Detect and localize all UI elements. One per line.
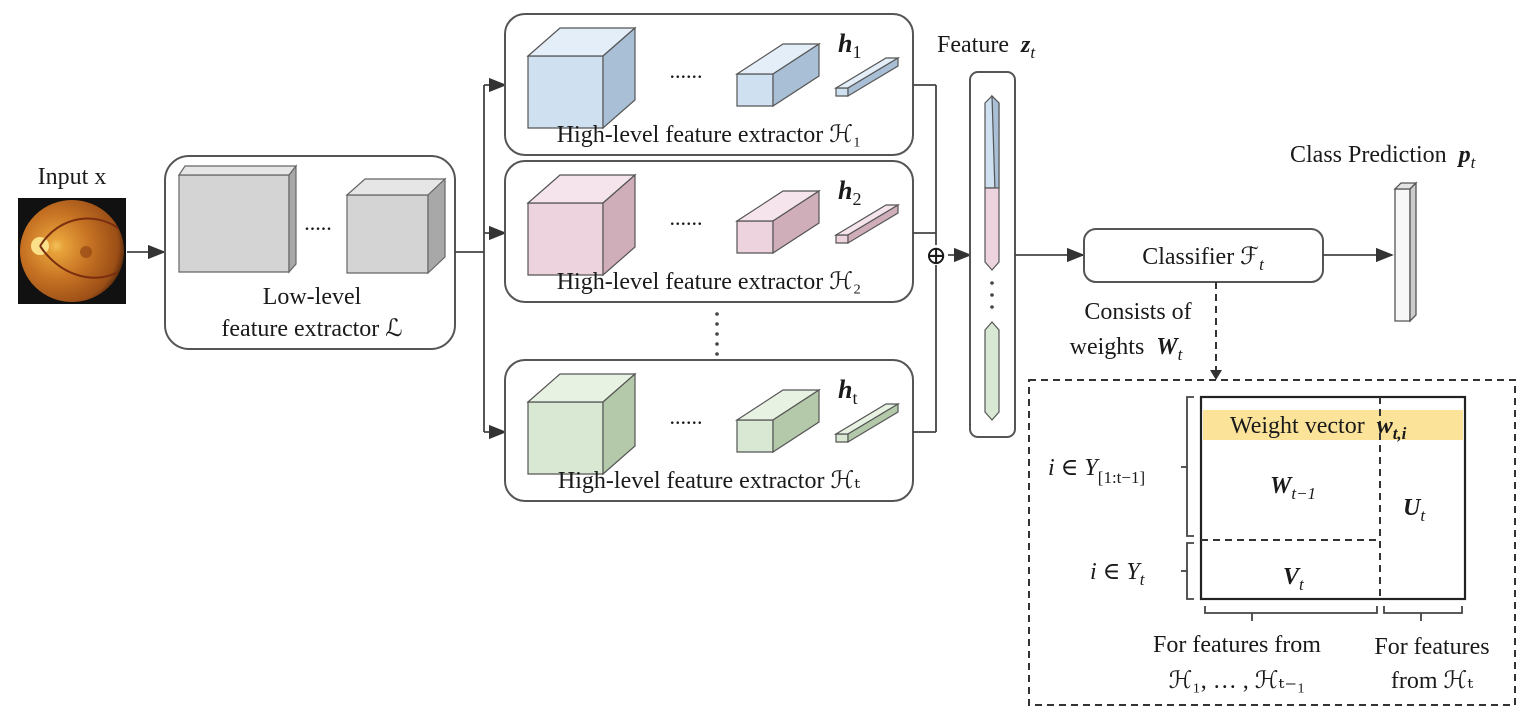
low-level-ellipsis: ..... — [304, 210, 332, 235]
extractor-vector-label: ht — [838, 375, 857, 408]
column-braces — [1204, 606, 1463, 621]
consists-of-line1: Consists of — [1084, 299, 1191, 325]
extractor-ellipsis: ...... — [670, 404, 703, 429]
extractor-label: High-level feature extractor ℋₜ — [558, 468, 860, 494]
extractor-vector-label: h1 — [838, 29, 861, 62]
row-top-label: i ∈ Y[1:t−1] — [1048, 455, 1145, 487]
extractor-vector-label: h2 — [838, 176, 861, 209]
feature-label: Feature zt — [937, 32, 1036, 62]
extractor-ellipsis: ...... — [670, 205, 703, 230]
col-right-line1: For features — [1374, 634, 1489, 660]
extractor-ellipsis: ...... — [670, 58, 703, 83]
weight-vector-label: Weight vector wt,i — [1230, 413, 1407, 443]
extractor-label: High-level feature extractor ℋ₂ — [557, 269, 862, 295]
svg-text:Classifier ℱt: Classifier ℱt — [1142, 244, 1265, 274]
matrix-panel — [1028, 379, 1516, 706]
low-level-label-line1: Low-level — [263, 284, 362, 310]
input-label: Input x — [38, 164, 107, 190]
feature-column — [969, 71, 1016, 438]
row-bottom-label: i ∈ Yt — [1090, 559, 1146, 589]
fundus-image — [18, 198, 126, 304]
extractor-dots — [715, 312, 719, 356]
concat-symbol: ⊕ — [925, 241, 947, 270]
row-braces — [1181, 396, 1194, 600]
merge-lines — [913, 84, 937, 433]
classifier-box: Classifier ℱt — [1083, 228, 1324, 283]
low-level-label-line2: feature extractor ℒ — [221, 316, 402, 342]
col-left-line2: ℋ₁, … , ℋₜ₋₁ — [1169, 668, 1306, 694]
consists-of-line2: weights Wt — [1070, 334, 1184, 364]
class-prediction-label: Class Prediction pt — [1290, 142, 1477, 172]
extractor-label: High-level feature extractor ℋ₁ — [557, 122, 862, 148]
low-level-extractor: ..... Low-level feature extractor ℒ — [164, 155, 456, 350]
w-prev-label: Wt−1 — [1270, 473, 1316, 503]
u-label: Ut — [1403, 495, 1426, 525]
col-left-line1: For features from — [1153, 632, 1321, 658]
branch-lines — [455, 77, 507, 440]
weight-matrix: Weight vector wt,i Wt−1 Ut Vt — [1199, 395, 1467, 601]
col-right-line2: from ℋₜ — [1391, 668, 1473, 694]
dashed-arrow-head — [1210, 370, 1222, 380]
prediction-vector — [1393, 181, 1418, 323]
weight-vector-highlight — [1203, 410, 1463, 440]
v-label: Vt — [1283, 564, 1305, 594]
